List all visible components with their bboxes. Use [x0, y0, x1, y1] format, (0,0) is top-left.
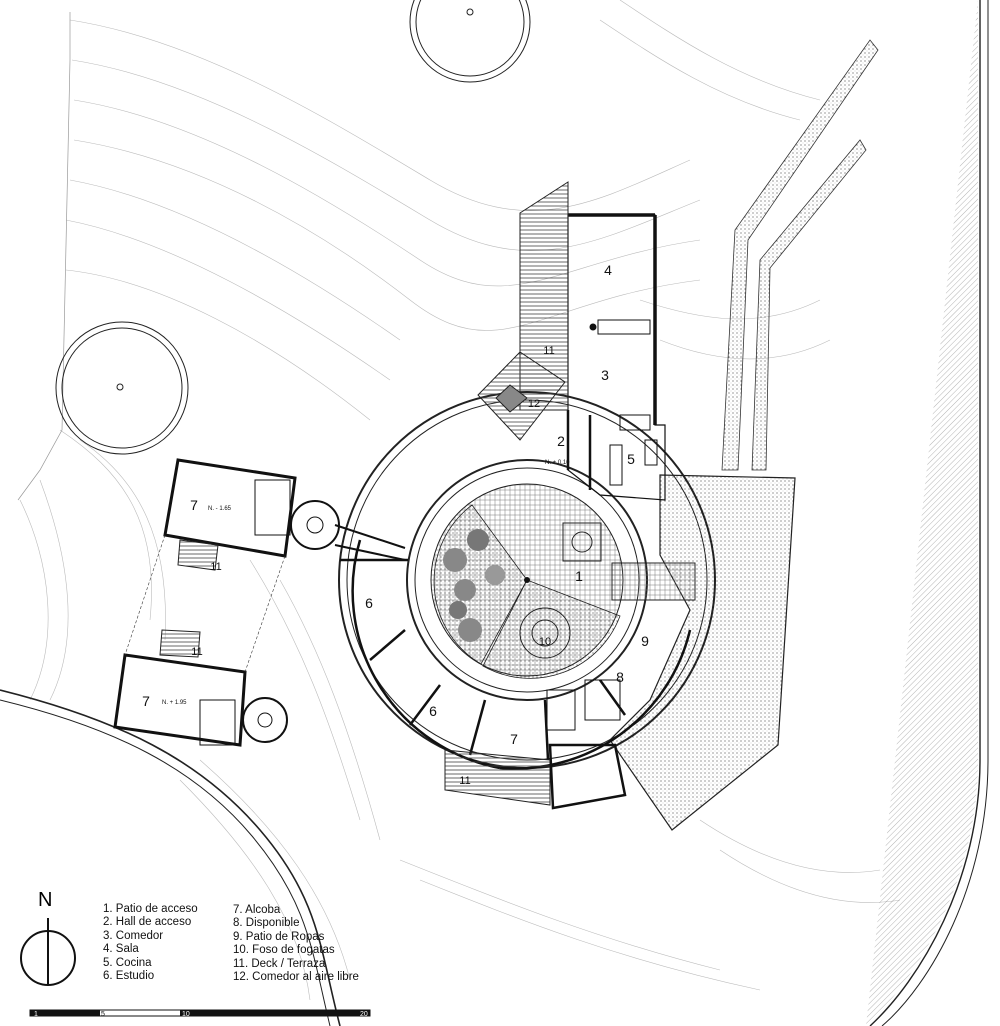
north-wing	[566, 213, 666, 501]
legend-item: 3. Comedor	[103, 929, 164, 942]
legend-item: 4. Sala	[103, 943, 139, 956]
deck-south	[444, 749, 551, 806]
legend-item: 10. Foso de fogatas	[233, 944, 335, 957]
north-arrow-icon	[20, 918, 76, 986]
room-5: 5	[627, 451, 635, 467]
room-7b: 7	[142, 693, 150, 709]
room-11b: 11	[210, 561, 221, 573]
room-2: 2	[557, 433, 565, 449]
circular-core	[338, 391, 716, 769]
room-11c: 11	[191, 646, 202, 658]
west-pavilion-upper	[163, 458, 340, 571]
legend-item: 2. Hall de acceso	[103, 916, 192, 929]
scale-bar: 1 5 10 20	[29, 1009, 371, 1018]
legend-item: 8. Disponible	[233, 917, 300, 930]
legend-col-2: 7. Alcoba 8. Disponible 9. Patio de Ropa…	[233, 904, 359, 984]
north-label: N	[38, 889, 53, 911]
legend-item: 7. Alcoba	[233, 904, 281, 916]
legend-col-1: 1. Patio de acceso 2. Hall de acceso 3. …	[103, 903, 198, 983]
room-9: 9	[641, 633, 649, 649]
room-1: 1	[575, 568, 583, 584]
tree-icon	[55, 0, 531, 455]
scale-tick-0: 1	[34, 1011, 38, 1018]
level-lower-left: N. + 1.95	[162, 700, 187, 706]
room-11a: 11	[543, 345, 554, 357]
deck-north	[519, 181, 569, 411]
terrace-east	[609, 474, 796, 831]
legend-item: 12. Comedor al aire libre	[233, 971, 359, 984]
room-8: 8	[616, 669, 624, 685]
room-4: 4	[604, 262, 612, 278]
legend-item: 1. Patio de acceso	[103, 903, 198, 915]
legend-item: 11. Deck / Terraza	[233, 957, 326, 970]
room-10: 10	[539, 636, 551, 648]
room-6a: 6	[365, 595, 373, 611]
legend-item: 6. Estudio	[103, 970, 155, 983]
room-12: 12	[528, 398, 540, 410]
room-7c: 7	[510, 731, 518, 747]
service-block	[546, 679, 627, 810]
scale-tick-3: 20	[360, 1011, 368, 1018]
west-pavilion-lower	[113, 629, 288, 747]
room-11d: 11	[459, 775, 470, 787]
scale-tick-1: 5	[101, 1011, 105, 1018]
room-6b: 6	[429, 703, 437, 719]
room-3: 3	[601, 367, 609, 383]
level-upper-left: N. - 1.65	[208, 506, 232, 512]
level-main: N. + 0.10	[545, 460, 570, 466]
path-strips	[721, 39, 879, 471]
scale-tick-2: 10	[182, 1011, 190, 1018]
room-7a: 7	[190, 497, 198, 513]
legend-item: 9. Patio de Ropas	[233, 930, 325, 943]
legend-item: 5. Cocina	[103, 956, 152, 969]
